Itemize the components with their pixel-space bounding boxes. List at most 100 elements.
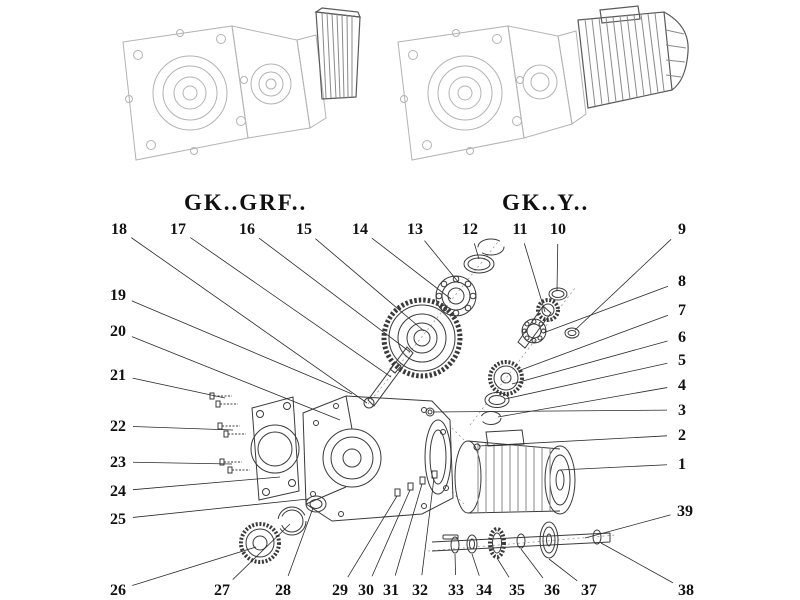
bevel-pinion-assembly bbox=[517, 287, 580, 349]
callout-number-31: 31 bbox=[383, 582, 399, 599]
gear-housing bbox=[302, 395, 454, 522]
retaining-ring-4 bbox=[480, 411, 502, 425]
callout-line-32 bbox=[421, 477, 435, 576]
callout-number-34: 34 bbox=[476, 582, 492, 599]
callout-line-31 bbox=[394, 483, 423, 576]
callout-number-36: 36 bbox=[544, 582, 560, 599]
callout-line-13 bbox=[424, 240, 460, 284]
callout-line-34 bbox=[471, 553, 480, 576]
motor-flange-bolts bbox=[394, 470, 438, 497]
callout-line-8 bbox=[542, 285, 669, 334]
callout-number-39: 39 bbox=[677, 503, 693, 520]
motor-fins bbox=[584, 12, 687, 107]
callout-number-23: 23 bbox=[110, 454, 126, 471]
callout-line-16 bbox=[258, 237, 411, 353]
seal-ring bbox=[305, 495, 327, 513]
retaining-ring-5 bbox=[484, 392, 510, 408]
callout-number-27: 27 bbox=[214, 582, 230, 599]
callout-number-5: 5 bbox=[678, 352, 686, 369]
input-bearing bbox=[435, 275, 477, 317]
callout-number-35: 35 bbox=[509, 582, 525, 599]
callout-number-20: 20 bbox=[110, 323, 126, 340]
callout-line-1 bbox=[559, 464, 668, 471]
callout-line-4 bbox=[497, 387, 668, 418]
callout-number-21: 21 bbox=[110, 367, 126, 384]
callout-line-22 bbox=[132, 426, 234, 431]
output-shaft-assembly bbox=[431, 521, 611, 559]
callout-number-14: 14 bbox=[352, 221, 368, 238]
flange-screws bbox=[209, 392, 250, 474]
callout-line-18 bbox=[131, 237, 368, 404]
callout-number-29: 29 bbox=[332, 582, 348, 599]
callout-line-2 bbox=[478, 435, 668, 447]
cap-fins bbox=[321, 12, 353, 99]
callout-line-19 bbox=[131, 300, 353, 395]
callout-number-7: 7 bbox=[678, 302, 686, 319]
motor-drawing bbox=[577, 5, 689, 109]
callout-line-39 bbox=[584, 514, 671, 539]
variant-label-grf: GK..GRF.. bbox=[184, 190, 308, 215]
motor-body-fins bbox=[477, 442, 551, 513]
main-gear bbox=[381, 297, 463, 379]
callout-number-33: 33 bbox=[448, 582, 464, 599]
callout-number-38: 38 bbox=[678, 582, 694, 599]
callout-line-6 bbox=[511, 340, 668, 385]
callout-line-23 bbox=[132, 461, 233, 465]
callout-number-11: 11 bbox=[512, 221, 527, 238]
callout-number-18: 18 bbox=[111, 221, 127, 238]
callout-number-37: 37 bbox=[581, 582, 597, 599]
callout-number-15: 15 bbox=[296, 221, 312, 238]
callout-number-32: 32 bbox=[412, 582, 428, 599]
callout-number-13: 13 bbox=[407, 221, 423, 238]
callout-number-28: 28 bbox=[275, 582, 291, 599]
callout-line-11 bbox=[523, 243, 546, 313]
callout-number-6: 6 bbox=[678, 329, 686, 346]
callout-number-24: 24 bbox=[110, 483, 126, 500]
callout-line-37 bbox=[548, 558, 578, 582]
callout-line-14 bbox=[371, 237, 452, 300]
callout-line-3 bbox=[432, 409, 668, 413]
retaining-rings-upper bbox=[463, 238, 505, 274]
input-shaft bbox=[363, 346, 414, 409]
callout-line-36 bbox=[520, 548, 544, 579]
callout-number-30: 30 bbox=[358, 582, 374, 599]
intermediate-gear bbox=[488, 360, 524, 396]
callout-line-27 bbox=[232, 523, 291, 580]
callout-number-4: 4 bbox=[678, 377, 686, 394]
callout-number-19: 19 bbox=[110, 287, 126, 304]
circlip bbox=[277, 506, 307, 536]
callout-line-9 bbox=[574, 239, 672, 331]
callout-line-21 bbox=[132, 377, 226, 399]
callout-line-38 bbox=[600, 542, 674, 584]
mounting-flange bbox=[250, 396, 300, 501]
callout-line-10 bbox=[556, 243, 559, 292]
callout-number-1: 1 bbox=[678, 456, 686, 473]
callout-number-12: 12 bbox=[462, 221, 478, 238]
callout-number-26: 26 bbox=[110, 582, 126, 599]
gearbox-drawing-grf bbox=[122, 7, 361, 161]
input-cover-cap bbox=[314, 7, 361, 100]
callout-line-30 bbox=[371, 489, 411, 577]
callout-line-20 bbox=[131, 336, 341, 421]
callout-number-10: 10 bbox=[550, 221, 566, 238]
assembly-axis-lines bbox=[367, 241, 617, 552]
callout-line-17 bbox=[190, 237, 392, 378]
callout-line-25 bbox=[132, 498, 309, 518]
callout-number-8: 8 bbox=[678, 273, 686, 290]
callout-line-12 bbox=[473, 243, 480, 260]
callout-line-15 bbox=[315, 238, 425, 332]
output-ring-gear bbox=[239, 522, 281, 564]
callout-number-17: 17 bbox=[170, 221, 186, 238]
motor bbox=[454, 429, 576, 515]
callout-number-9: 9 bbox=[678, 221, 686, 238]
callout-line-29 bbox=[347, 495, 398, 578]
callout-number-16: 16 bbox=[239, 221, 255, 238]
callout-number-2: 2 bbox=[678, 427, 686, 444]
callout-line-26 bbox=[132, 546, 257, 586]
variant-label-y: GK..Y.. bbox=[502, 190, 590, 215]
gearbox-drawing-y bbox=[397, 5, 689, 161]
callout-number-25: 25 bbox=[110, 511, 126, 528]
